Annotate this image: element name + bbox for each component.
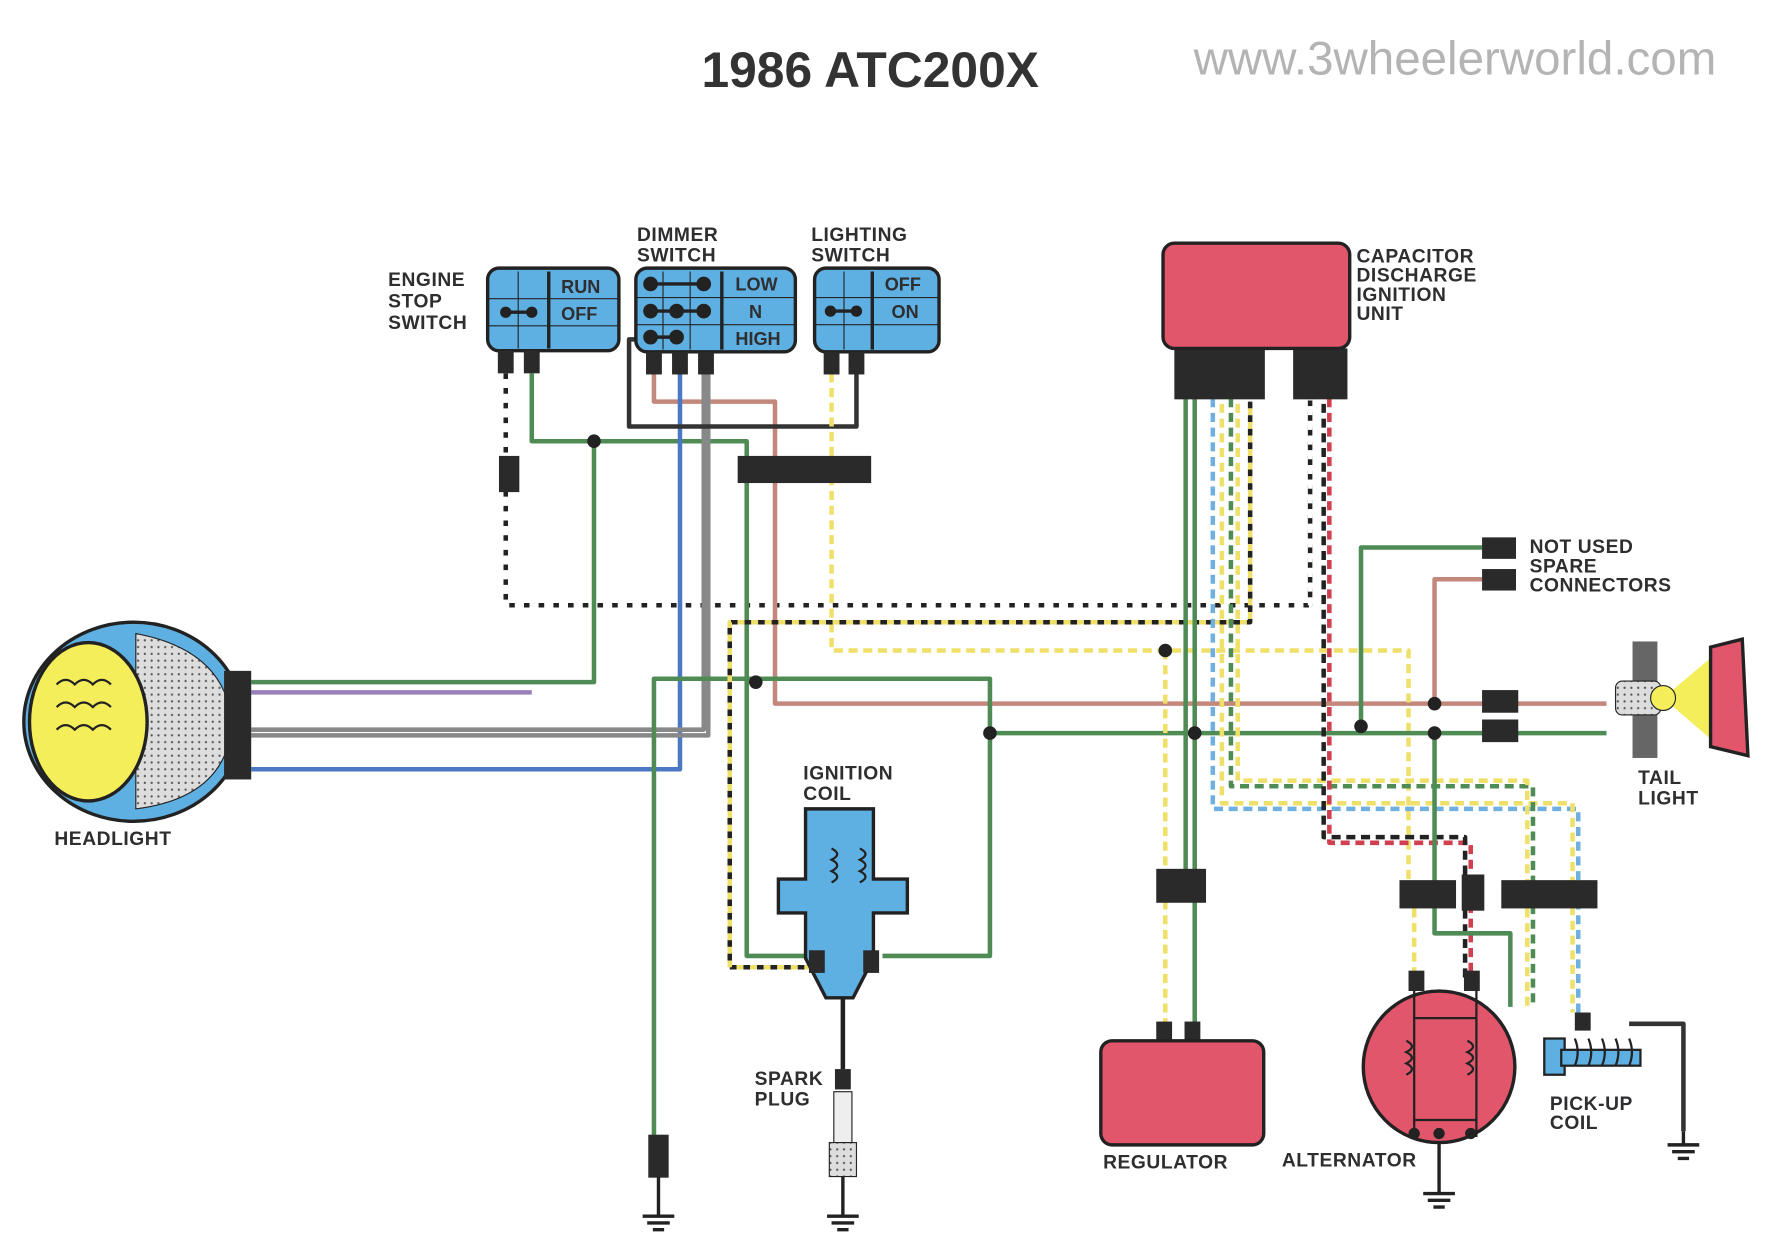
dimmer-switch: LOW N HIGH DIMMER SWITCH bbox=[634, 225, 798, 375]
engine-stop-run: RUN bbox=[561, 277, 600, 297]
lighting-label: SWITCH bbox=[811, 245, 890, 266]
spark-plug-label: SPARK bbox=[755, 1069, 824, 1090]
junction-dots bbox=[587, 434, 1442, 740]
spare-label: NOT USED bbox=[1530, 537, 1634, 558]
connector-blocks bbox=[498, 348, 1598, 1178]
cdi-label: UNIT bbox=[1356, 304, 1403, 325]
lighting-off: OFF bbox=[885, 275, 921, 295]
pickup-coil-label: COIL bbox=[1550, 1113, 1598, 1134]
spark-plug-label: PLUG bbox=[755, 1089, 811, 1110]
diagram-title: 1986 ATC200X bbox=[701, 42, 1038, 98]
regulator-label: REGULATOR bbox=[1103, 1153, 1228, 1174]
dimmer-label: SWITCH bbox=[637, 245, 716, 266]
cdi-label: IGNITION bbox=[1356, 285, 1446, 306]
lighting-switch: OFF ON LIGHTING SWITCH bbox=[811, 225, 941, 375]
engine-stop-label: ENGINE bbox=[388, 270, 465, 291]
ground-icon bbox=[642, 1131, 1700, 1232]
regulator: REGULATOR bbox=[1099, 1021, 1266, 1174]
dimmer-low: LOW bbox=[735, 275, 778, 295]
headlight: HEADLIGHT bbox=[22, 620, 252, 850]
tail-light-label: LIGHT bbox=[1638, 788, 1698, 809]
pickup-coil: PICK-UP COIL bbox=[1543, 1012, 1642, 1134]
tail-light: TAIL LIGHT bbox=[1614, 637, 1750, 809]
cdi-label: DISCHARGE bbox=[1356, 266, 1476, 287]
ignition-coil-label: IGNITION bbox=[803, 763, 893, 784]
dimmer-high: HIGH bbox=[735, 329, 780, 349]
spark-plug: SPARK PLUG bbox=[755, 1069, 858, 1178]
engine-stop-off: OFF bbox=[561, 304, 597, 324]
ignition-coil: IGNITION COIL bbox=[776, 763, 910, 1000]
spare-label: CONNECTORS bbox=[1530, 576, 1672, 597]
cdi-label: CAPACITOR bbox=[1356, 246, 1474, 267]
engine-stop-label: STOP bbox=[388, 292, 442, 313]
engine-stop-switch: RUN OFF ENGINE STOP SWITCH bbox=[388, 266, 621, 374]
alternator-label: ALTERNATOR bbox=[1282, 1150, 1417, 1171]
ignition-coil-label: COIL bbox=[803, 784, 851, 805]
pickup-coil-label: PICK-UP bbox=[1550, 1094, 1633, 1115]
dimmer-label: DIMMER bbox=[637, 225, 718, 246]
lighting-label: LIGHTING bbox=[811, 225, 907, 246]
tail-light-label: TAIL bbox=[1638, 768, 1682, 789]
cdi-unit: CAPACITOR DISCHARGE IGNITION UNIT bbox=[1161, 241, 1476, 351]
alternator: ALTERNATOR bbox=[1282, 970, 1517, 1171]
headlight-label: HEADLIGHT bbox=[54, 829, 171, 850]
lighting-on: ON bbox=[892, 302, 919, 322]
dimmer-n: N bbox=[749, 302, 762, 322]
spare-connectors-label: NOT USED SPARE CONNECTORS bbox=[1530, 537, 1672, 597]
website-watermark: www.3wheelerworld.com bbox=[1193, 33, 1717, 86]
spare-label: SPARE bbox=[1530, 556, 1598, 577]
engine-stop-label: SWITCH bbox=[388, 313, 467, 334]
